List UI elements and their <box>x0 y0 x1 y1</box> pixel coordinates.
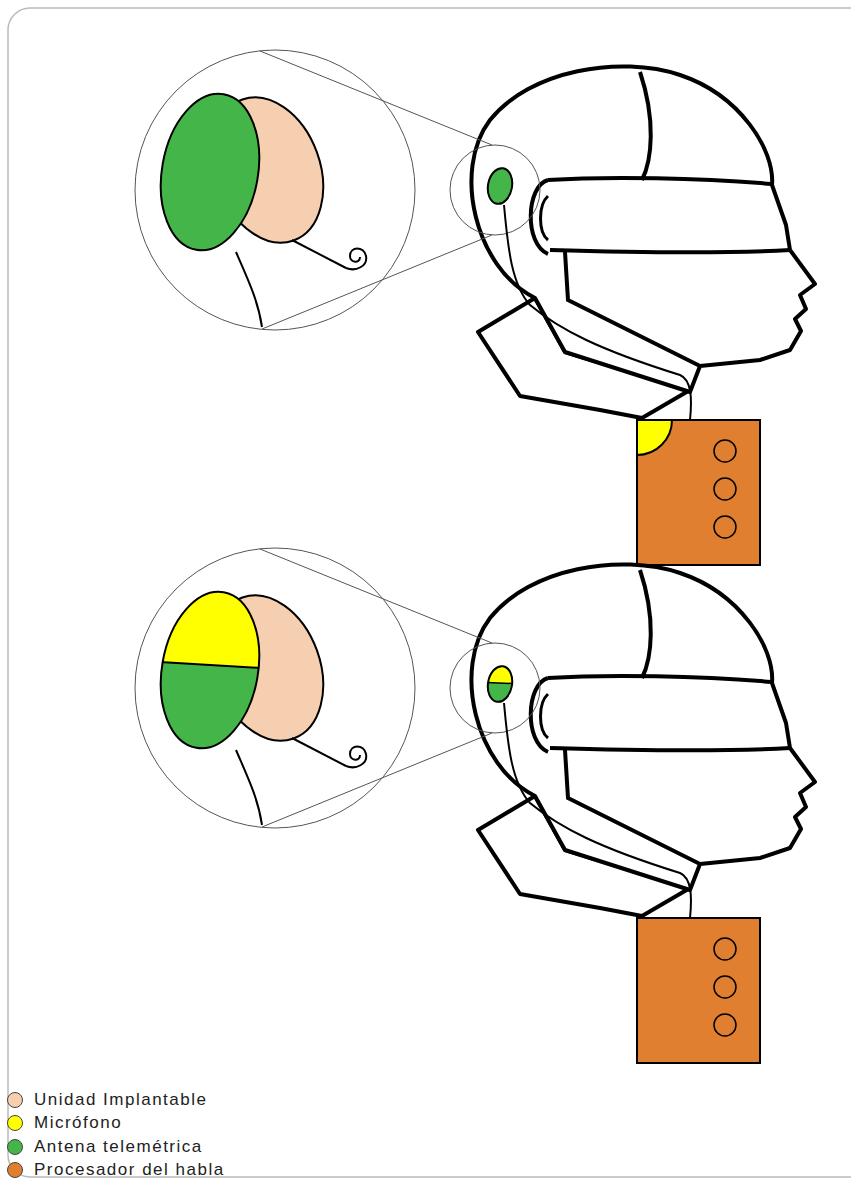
head-figure <box>135 50 815 565</box>
legend: Unidad ImplantableMicrófonoAntena telemé… <box>6 1088 225 1180</box>
legend-entry: Unidad Implantable <box>6 1088 225 1112</box>
legend-swatch <box>6 1161 24 1179</box>
legend-label: Procesador del habla <box>34 1160 225 1180</box>
legend-label: Micrófono <box>34 1113 122 1133</box>
legend-swatch <box>6 1114 24 1132</box>
legend-label: Antena telemétrica <box>34 1137 203 1157</box>
legend-swatch <box>6 1091 24 1109</box>
head-figure <box>135 548 815 1063</box>
legend-entry: Procesador del habla <box>6 1159 225 1180</box>
legend-entry: Antena telemétrica <box>6 1135 225 1159</box>
legend-entry: Micrófono <box>6 1112 225 1136</box>
legend-swatch <box>6 1138 24 1156</box>
legend-label: Unidad Implantable <box>34 1090 207 1110</box>
